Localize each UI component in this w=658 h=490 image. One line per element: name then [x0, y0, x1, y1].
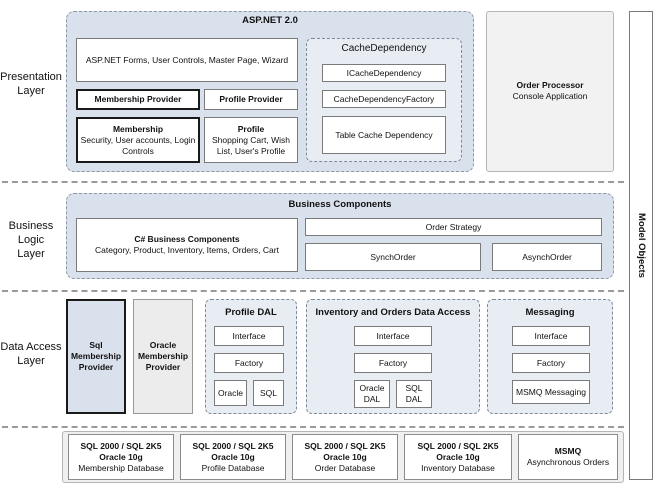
order-processor-label: Order Processor Console Application	[486, 80, 614, 102]
inventory-dal-sql-box: SQL DAL	[396, 380, 432, 408]
membership-provider-box: Membership Provider	[76, 89, 200, 110]
membership-database: SQL 2000 / SQL 2K5 Oracle 10g Membership…	[68, 434, 174, 480]
inventory-dal-factory-text: Factory	[378, 357, 408, 368]
icachedependency-box: ICacheDependency	[322, 64, 446, 82]
business-logic-layer-label: Business Logic Layer	[8, 220, 54, 260]
layer-separator	[2, 181, 624, 183]
model-objects-label-wrap: Model Objects	[629, 11, 653, 480]
cache-dependency-title: CacheDependency	[341, 43, 427, 54]
order-processor-title: Order Processor	[516, 80, 584, 90]
profile-dal-sql-text: SQL	[259, 387, 277, 398]
order-processor-region	[486, 11, 614, 172]
inventory-dal-interface-box: Interface	[354, 326, 432, 346]
profile-dal-oracle-box: Oracle	[214, 380, 247, 406]
order-database-line1: SQL 2000 / SQL 2K5	[304, 440, 386, 451]
layer-separator	[2, 290, 624, 292]
inventory-dal-sql-text: SQL DAL	[405, 383, 423, 404]
asynch-order-text: AsynchOrder	[522, 251, 572, 262]
profile-title: Profile	[237, 123, 265, 134]
profile-database-line2: Oracle 10g	[211, 451, 255, 462]
profile-dal-factory-box: Factory	[214, 353, 284, 373]
messaging-factory-box: Factory	[512, 353, 590, 373]
cachedependencyfactory-box: CacheDependencyFactory	[322, 90, 446, 108]
table-cache-dependency-box: Table Cache Dependency	[322, 116, 446, 154]
cachedependencyfactory-text: CacheDependencyFactory	[333, 93, 435, 104]
msmq-database-line1: MSMQ	[554, 446, 582, 456]
inventory-dal-interface-text: Interface	[376, 330, 410, 341]
synch-order-text: SynchOrder	[370, 251, 416, 262]
profile-dal-title: Profile DAL	[225, 307, 277, 318]
membership-database-line3: Membership Database	[78, 462, 164, 473]
order-database-line3: Order Database	[314, 462, 376, 473]
inventory-dal-oracle-box: Oracle DAL	[354, 380, 390, 408]
asynch-order-box: AsynchOrder	[492, 243, 602, 271]
inventory-dal-factory-box: Factory	[354, 353, 432, 373]
business-components-title: Business Components	[288, 199, 392, 210]
membership-box: Membership Security, User accounts, Logi…	[76, 117, 200, 163]
sql-membership-provider-text: Sql Membership Provider	[70, 340, 122, 372]
msmq-database-line2: Asynchronous Orders	[526, 457, 610, 467]
messaging-factory-text: Factory	[536, 357, 566, 368]
oracle-membership-provider-text: Oracle Membership Provider	[137, 340, 189, 372]
profile-database-line1: SQL 2000 / SQL 2K5	[192, 440, 274, 451]
profile-dal-oracle-text: Oracle	[217, 387, 244, 398]
aspnet-forms-box: ASP.NET Forms, User Controls, Master Pag…	[76, 38, 298, 82]
order-strategy-box: Order Strategy	[305, 218, 602, 236]
order-database-line2: Oracle 10g	[323, 451, 367, 462]
membership-database-line1: SQL 2000 / SQL 2K5	[80, 440, 162, 451]
membership-title: Membership	[112, 123, 164, 134]
order-strategy-text: Order Strategy	[425, 221, 482, 232]
membership-desc: Security, User accounts, Login Controls	[80, 134, 196, 156]
oracle-membership-provider-box: Oracle Membership Provider	[133, 299, 193, 414]
layer-separator	[2, 426, 624, 428]
inventory-dal-oracle-text: Oracle DAL	[359, 383, 385, 404]
aspnet-forms-text: ASP.NET Forms, User Controls, Master Pag…	[85, 54, 289, 65]
csharp-title: C# Business Components	[134, 234, 240, 244]
membership-provider-text: Membership Provider	[94, 94, 182, 104]
order-processor-subtitle: Console Application	[512, 91, 588, 101]
profile-desc: Shopping Cart, Wish List, User's Profile	[212, 134, 290, 156]
profile-dal-sql-box: SQL	[253, 380, 284, 406]
inventory-orders-dal-title: Inventory and Orders Data Access	[315, 307, 471, 318]
table-cache-dependency-text: Table Cache Dependency	[335, 129, 433, 140]
messaging-interface-text: Interface	[534, 330, 568, 341]
messaging-title: Messaging	[525, 307, 575, 318]
profile-dal-interface-text: Interface	[232, 330, 266, 341]
membership-database-line2: Oracle 10g	[99, 451, 143, 462]
presentation-layer-label: Presentation Layer	[0, 71, 62, 97]
aspnet-title: ASP.NET 2.0	[242, 15, 298, 26]
profile-database-line3: Profile Database	[201, 462, 265, 473]
csharp-desc: Category, Product, Inventory, Items, Ord…	[95, 245, 279, 255]
msmq-messaging-box: MSMQ Messaging	[512, 380, 590, 404]
profile-box: Profile Shopping Cart, Wish List, User's…	[204, 117, 298, 163]
csharp-components-box: C# Business Components Category, Product…	[76, 218, 298, 272]
msmq-messaging-text: MSMQ Messaging	[516, 386, 586, 397]
model-objects-column	[629, 11, 653, 480]
messaging-interface-box: Interface	[512, 326, 590, 346]
model-objects-label: Model Objects	[635, 213, 647, 278]
profile-provider-box: Profile Provider	[204, 89, 298, 110]
synch-order-box: SynchOrder	[305, 243, 481, 271]
data-access-layer-label: Data Access Layer	[0, 341, 62, 367]
profile-provider-text: Profile Provider	[219, 94, 283, 104]
icachedependency-text: ICacheDependency	[346, 67, 422, 78]
inventory-database-line1: SQL 2000 / SQL 2K5	[417, 440, 499, 451]
inventory-database-line3: Inventory Database	[421, 462, 495, 473]
sql-membership-provider-box: Sql Membership Provider	[66, 299, 126, 414]
profile-database: SQL 2000 / SQL 2K5 Oracle 10g Profile Da…	[180, 434, 286, 480]
profile-dal-factory-text: Factory	[234, 357, 264, 368]
inventory-database-line2: Oracle 10g	[436, 451, 480, 462]
profile-dal-interface-box: Interface	[214, 326, 284, 346]
inventory-database: SQL 2000 / SQL 2K5 Oracle 10g Inventory …	[404, 434, 512, 480]
msmq-database: MSMQ Asynchronous Orders	[518, 434, 618, 480]
order-database: SQL 2000 / SQL 2K5 Oracle 10g Order Data…	[292, 434, 398, 480]
